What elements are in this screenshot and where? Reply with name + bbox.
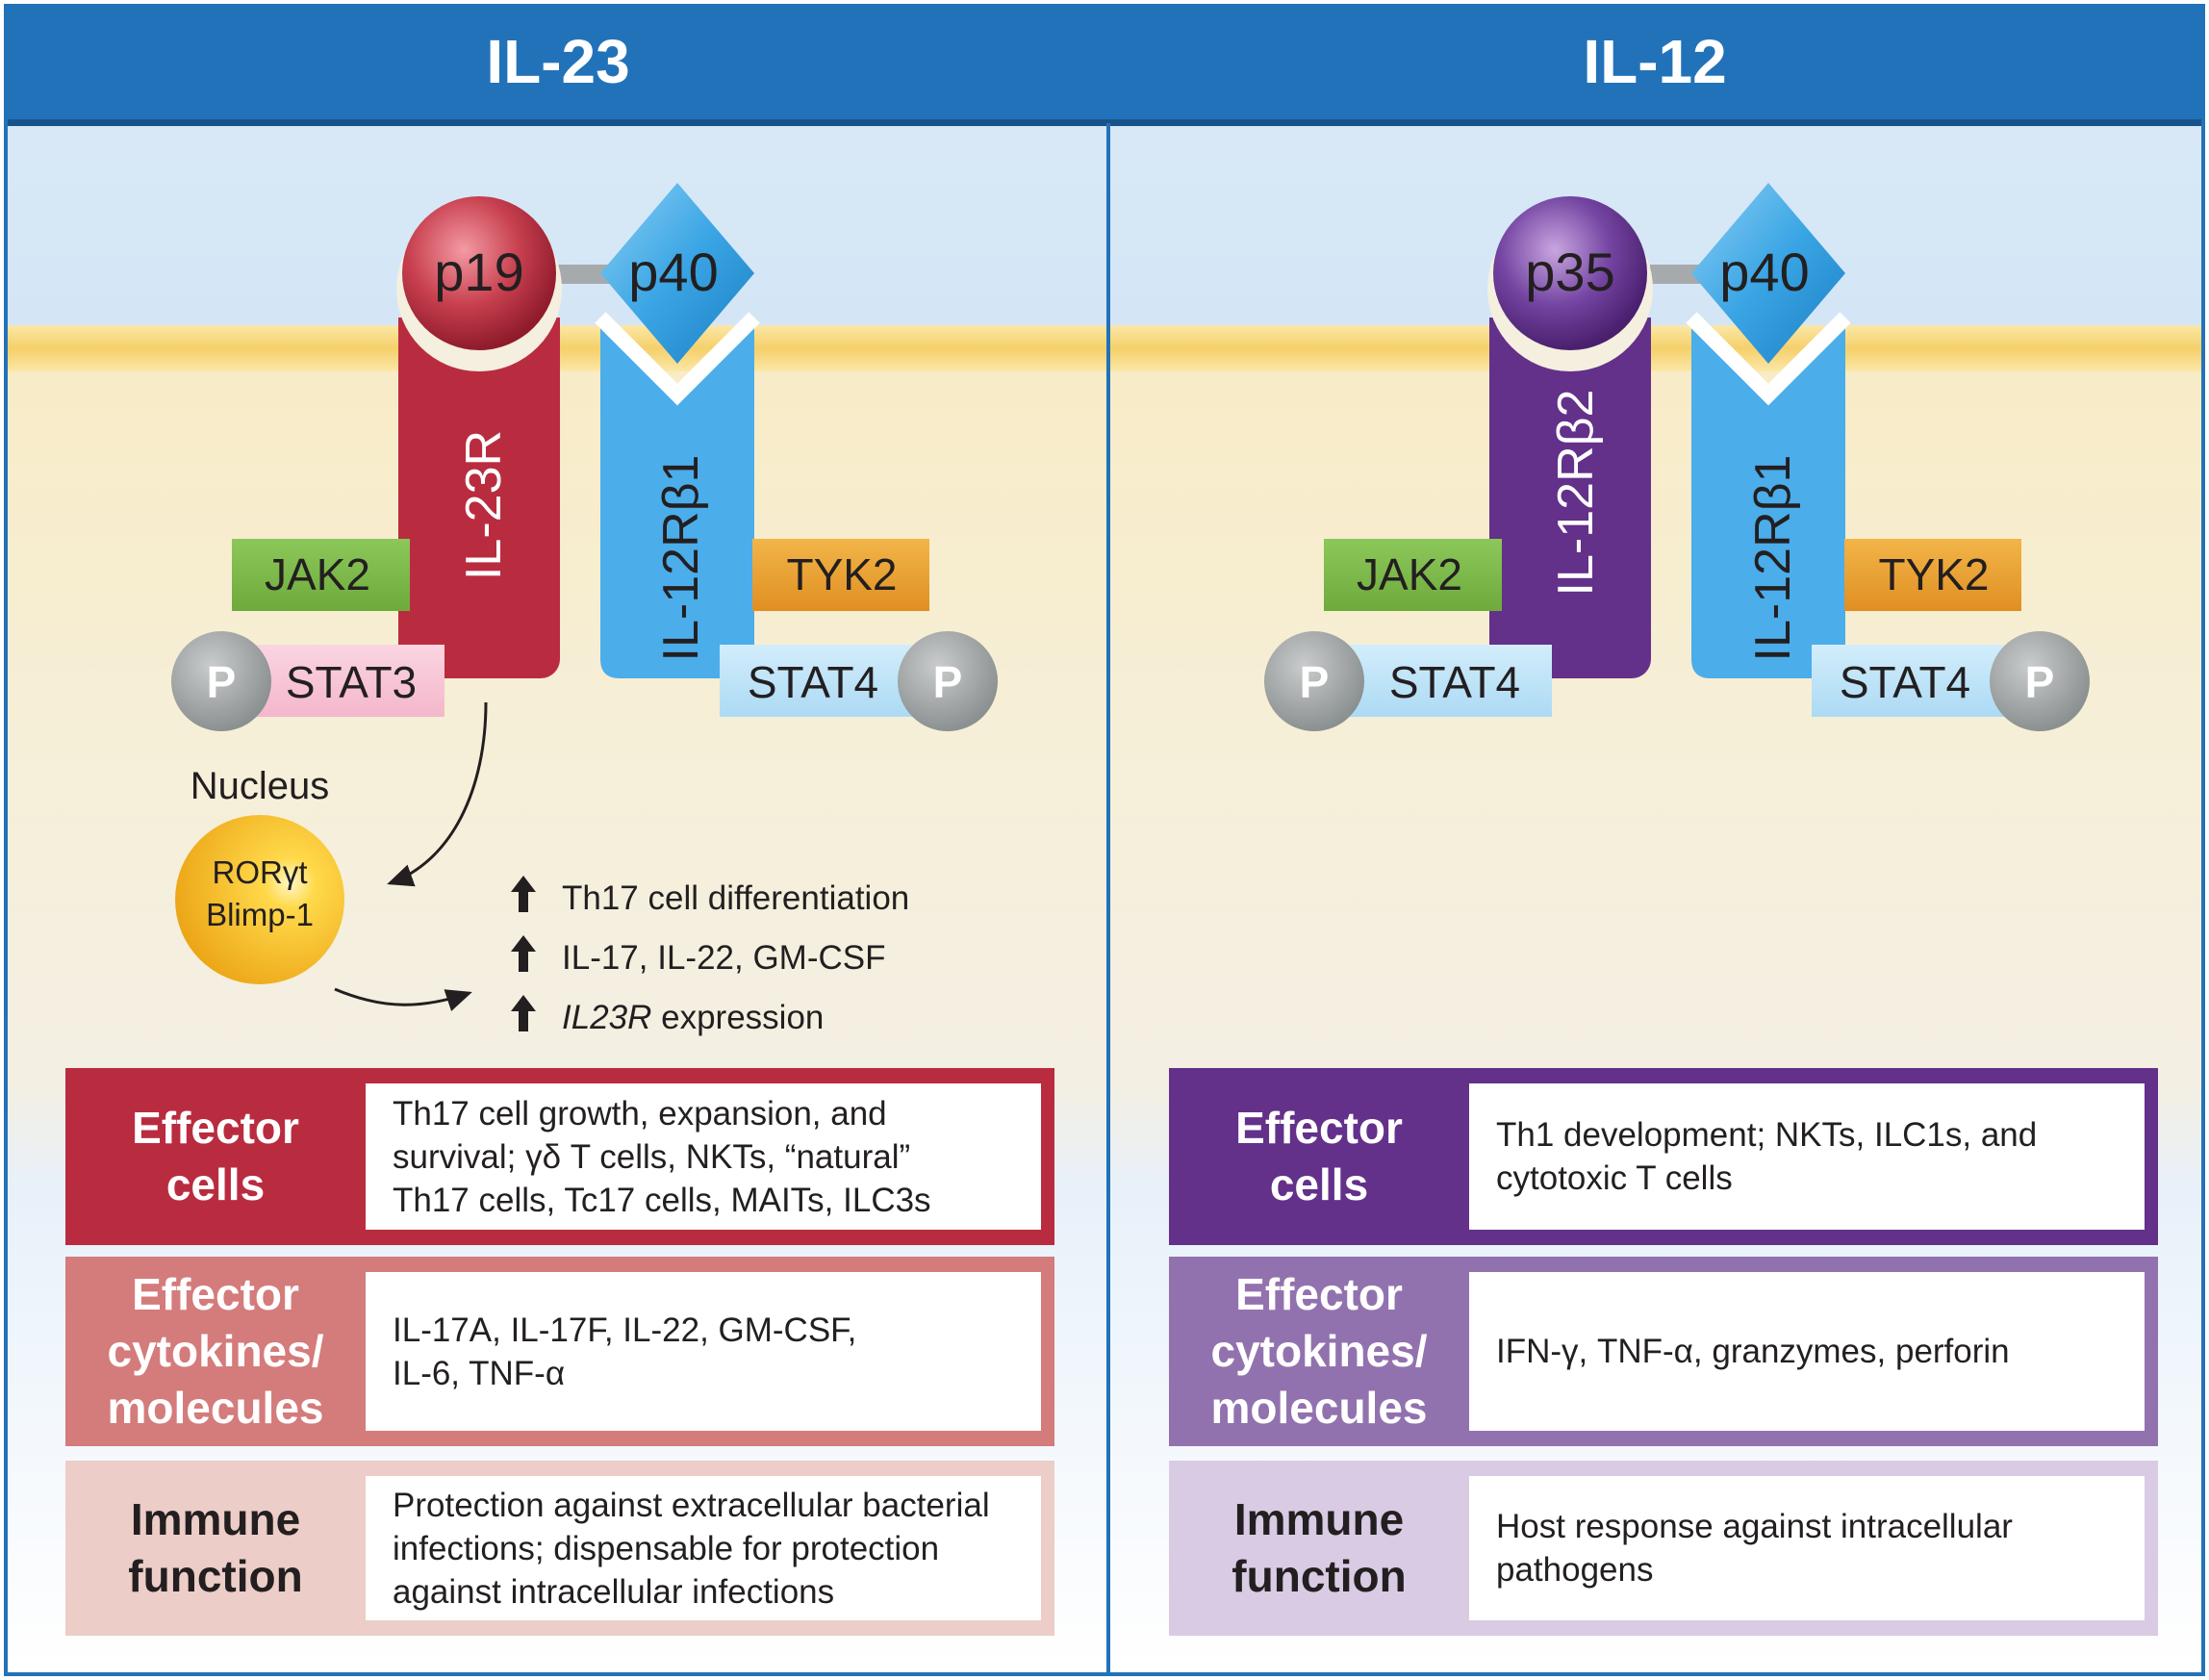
- il23-effector-molecules-line: IL-6, TNF-α: [393, 1354, 566, 1392]
- il23r-label: IL-23R: [456, 430, 512, 580]
- il23-title: IL-23: [486, 27, 630, 96]
- p19-subunit: [402, 196, 556, 350]
- il23-immune-function-line: Protection against extracellular bacteri…: [393, 1486, 990, 1524]
- il23-effector-cells-text: Th17 cell growth, expansion, and surviva…: [366, 1083, 1041, 1230]
- il23-effector-molecules-row: Effector cytokines/ molecules IL-17A, IL…: [65, 1257, 1054, 1446]
- il23-immune-function-label: Immune function: [128, 1494, 303, 1601]
- il12-p40-subunit: [1691, 183, 1845, 364]
- il12-stat4-left-phosphate-label: P: [1300, 657, 1330, 707]
- il12-effector-cells-line: Th1 development; NKTs, ILC1s, and: [1496, 1116, 2038, 1154]
- il12-tyk2-label: TYK2: [1878, 549, 1989, 599]
- il12-stat4-right-label: STAT4: [1840, 657, 1970, 707]
- header-bar: [8, 8, 2201, 125]
- il23-stat4-label: STAT4: [748, 657, 878, 707]
- outcome-il23r-expression: IL23R expression: [562, 999, 824, 1036]
- outcome-up-arrow-2: [511, 935, 536, 972]
- il23r-receptor: [398, 318, 560, 678]
- il12-immune-function-line: Host response against intracellular: [1496, 1508, 2013, 1545]
- il23-stat4-box: [720, 645, 912, 717]
- il23-stat3-phosphate-label: P: [207, 657, 237, 707]
- il12-stat4-left-label: STAT4: [1389, 657, 1520, 707]
- stat3-to-nucleus-arrow: [387, 701, 488, 887]
- stat3-label: STAT3: [286, 657, 417, 707]
- il23-stat4-phosphate-label: P: [933, 657, 963, 707]
- il23-tyk2-label: TYK2: [786, 549, 897, 599]
- il23-immune-function-line: infections; dispensable for protection: [393, 1529, 940, 1567]
- il23-immune-function-text: Protection against extracellular bacteri…: [366, 1476, 1041, 1620]
- il12-stat4-right-box: [1812, 645, 2004, 717]
- cell-membrane: [8, 325, 2201, 371]
- il12-effector-molecules-text: IFN-γ, TNF-α, granzymes, perforin: [1469, 1272, 2145, 1431]
- nucleus-label: Nucleus: [190, 765, 330, 807]
- il12-il12rb1-receptor: [1691, 318, 1845, 678]
- il23-jak2-label: JAK2: [265, 549, 370, 599]
- outcome-th17-differentiation: Th17 cell differentiation: [562, 879, 909, 917]
- il12rb2-label: IL-12Rβ2: [1548, 390, 1604, 597]
- il23-p40-label: p40: [628, 242, 718, 302]
- il12-immune-function-text: Host response against intracellular path…: [1469, 1476, 2145, 1620]
- il12-effector-molecules-line: IFN-γ, TNF-α, granzymes, perforin: [1496, 1333, 2010, 1370]
- il12rb2-receptor: [1489, 318, 1651, 678]
- il12-effector-cells-label: Effector cells: [1235, 1103, 1403, 1209]
- il23-effector-molecules-line: IL-17A, IL-17F, IL-22, GM-CSF,: [393, 1311, 857, 1349]
- il12-immune-function-line: pathogens: [1496, 1551, 1654, 1589]
- il23-jak2-kinase: [232, 539, 410, 611]
- il23-immune-function-row: Immune function Protection against extra…: [65, 1461, 1054, 1636]
- il23-immune-function-line: against intracellular infections: [393, 1572, 835, 1611]
- figure-border: [4, 4, 2205, 1676]
- il23-effector-cells-line: Th17 cells, Tc17 cells, MAITs, ILC3s: [393, 1181, 931, 1219]
- il12-effector-molecules-row: Effector cytokines/ molecules IFN-γ, TNF…: [1169, 1257, 2158, 1446]
- il12-effector-molecules-label: Effector cytokines/ molecules: [1210, 1269, 1428, 1433]
- il12-effector-cells-row: Effector cells Th1 development; NKTs, IL…: [1169, 1068, 2158, 1245]
- il23-effector-molecules-text: IL-17A, IL-17F, IL-22, GM-CSF, IL-6, TNF…: [366, 1272, 1041, 1431]
- il12-stat4-left-phosphate: [1264, 631, 1364, 731]
- nucleus-factor-blimp1: Blimp-1: [206, 897, 314, 932]
- il23-effector-cells-line: Th17 cell growth, expansion, and: [393, 1094, 887, 1133]
- p19-label: p19: [434, 242, 523, 302]
- il23-tyk2-kinase: [752, 539, 929, 611]
- outcome-il23r-gene: IL23R: [562, 999, 651, 1036]
- il23-il12rb1-receptor: [600, 318, 754, 678]
- il12-stat4-right-phosphate: [1990, 631, 2090, 731]
- il23-effector-cells-label: Effector cells: [132, 1103, 299, 1209]
- il12-p40-label: p40: [1719, 242, 1809, 302]
- il12-jak2-label: JAK2: [1357, 549, 1462, 599]
- il12-effector-cells-text: Th1 development; NKTs, ILC1s, and cytoto…: [1469, 1083, 2145, 1230]
- il23-effector-cells-row: Effector cells Th17 cell growth, expansi…: [65, 1068, 1054, 1245]
- il23-effector-molecules-label: Effector cytokines/ molecules: [107, 1269, 324, 1433]
- il23-p40-subunit: [600, 183, 754, 364]
- p35-label: p35: [1525, 242, 1614, 302]
- il12-jak2-kinase: [1324, 539, 1502, 611]
- il23-effector-cells-line: survival; γδ T cells, NKTs, “natural”: [393, 1137, 911, 1176]
- outcome-cytokines: IL-17, IL-22, GM-CSF: [562, 939, 885, 977]
- il12-il12rb1-notch: [1686, 312, 1851, 406]
- nucleus-factor-rorgt: RORγt: [213, 854, 308, 890]
- il23-il12rb1-label: IL-12Rβ1: [653, 455, 709, 662]
- outcome-up-arrow-3: [511, 995, 536, 1031]
- nucleus: [175, 815, 344, 984]
- il12-effector-cells-line: cytotoxic T cells: [1496, 1159, 1733, 1197]
- il12-title: IL-12: [1583, 27, 1727, 96]
- il23-il12rb1-notch: [595, 312, 760, 406]
- il12-immune-function-row: Immune function Host response against in…: [1169, 1461, 2158, 1636]
- stat3-box: [252, 645, 444, 717]
- il12-stat4-right-phosphate-label: P: [2025, 657, 2055, 707]
- il12-tyk2-kinase: [1844, 539, 2021, 611]
- il12-immune-function-label: Immune function: [1231, 1494, 1407, 1601]
- il23-stat3-phosphate: [171, 631, 271, 731]
- il12-il12rb1-label: IL-12Rβ1: [1745, 455, 1801, 662]
- p35-subunit: [1493, 196, 1647, 350]
- header-shadow: [8, 119, 2201, 126]
- il23-stat4-phosphate: [898, 631, 998, 731]
- nucleus-to-outcomes-arrow: [334, 987, 472, 1011]
- outcome-up-arrow-1: [511, 876, 536, 912]
- il12-stat4-left-box: [1347, 645, 1552, 717]
